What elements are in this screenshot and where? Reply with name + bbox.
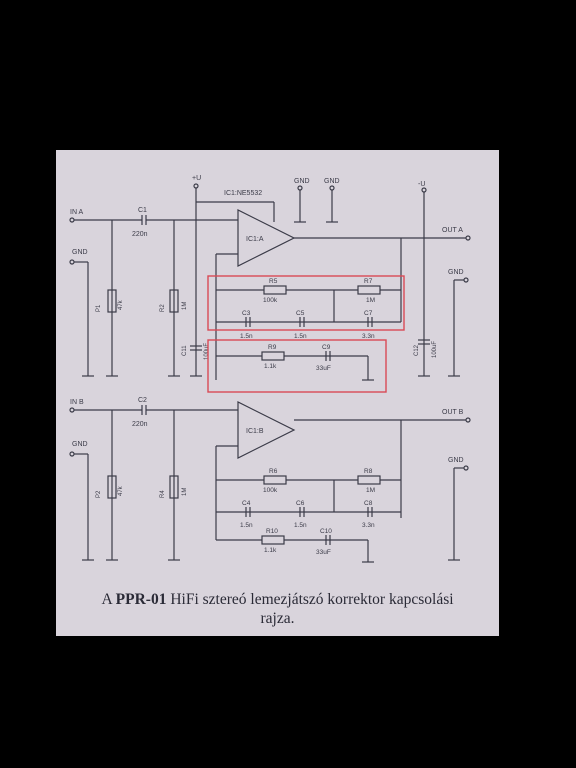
channel-a: IN A C1 220n P1 47k R2 1M GND xyxy=(69,175,471,393)
out-b-terminal xyxy=(465,417,471,423)
p1-potentiometer xyxy=(107,289,117,313)
gnd-left-a-terminal xyxy=(69,259,75,265)
r2-value: 1M xyxy=(182,302,188,310)
c3-label: C3 xyxy=(242,310,251,317)
p2-label: P2 xyxy=(96,490,102,498)
caption-prefix: A xyxy=(101,591,116,608)
r8-label: R8 xyxy=(364,468,373,475)
r2-resistor xyxy=(169,289,179,313)
r2-label: R2 xyxy=(160,304,166,312)
r6-label: R6 xyxy=(269,468,278,475)
c10-label: C10 xyxy=(320,528,332,535)
r5-label: R5 xyxy=(269,278,278,285)
gnd-top-2-terminal xyxy=(329,185,335,191)
gnd-left-b-label: GND xyxy=(72,441,88,448)
c1-label: C1 xyxy=(138,207,147,214)
c5-value: 1.5n xyxy=(294,333,307,340)
in-a-terminal xyxy=(69,217,75,223)
c1-value: 220n xyxy=(132,231,148,238)
r7-resistor xyxy=(357,285,381,295)
caption-line1: HiFi sztereó lemezjátszó korrektor kapcs… xyxy=(166,591,454,608)
c12-value: 100uF xyxy=(432,341,438,358)
vcc-left-label: +U xyxy=(192,175,201,182)
c8-label: C8 xyxy=(364,500,373,507)
out-a-terminal xyxy=(465,235,471,241)
c4-label: C4 xyxy=(242,500,251,507)
gnd-top-2-label: GND xyxy=(324,178,340,185)
out-b-label: OUT B xyxy=(442,409,464,416)
r7-label: R7 xyxy=(364,278,373,285)
c5-label: C5 xyxy=(296,310,305,317)
r4-resistor xyxy=(169,475,179,499)
r9-label: R9 xyxy=(268,344,277,351)
r10-label: R10 xyxy=(266,528,278,535)
r8-resistor xyxy=(357,475,381,485)
channel-b: IN B C2 220n P2 47k R4 1M GND xyxy=(69,397,471,563)
vcc-left-terminal xyxy=(193,183,199,189)
r6-resistor xyxy=(263,475,287,485)
opamp-a xyxy=(237,209,296,267)
in-b-label: IN B xyxy=(70,399,84,406)
r10-resistor xyxy=(261,535,285,545)
c10-value: 33uF xyxy=(316,549,331,556)
p1-value: 47k xyxy=(118,299,124,310)
opamp-a-label: IC1:A xyxy=(246,236,264,243)
c11-value: 100uF xyxy=(204,343,210,360)
vcc-right-terminal xyxy=(421,187,427,193)
schematic-board: IN A C1 220n P1 47k R2 1M GND xyxy=(56,150,499,636)
r7-value: 1M xyxy=(366,297,375,304)
opamp-b-label: IC1:B xyxy=(246,428,264,435)
highlight-box-ground-leg xyxy=(207,339,387,393)
r5-resistor xyxy=(263,285,287,295)
in-b-terminal xyxy=(69,407,75,413)
r4-label: R4 xyxy=(160,490,166,498)
c2-value: 220n xyxy=(132,421,148,428)
c4-value: 1.5n xyxy=(240,522,253,529)
p2-value: 47k xyxy=(118,485,124,496)
out-a-label: OUT A xyxy=(442,227,463,234)
c3-value: 1.5n xyxy=(240,333,253,340)
c9-label: C9 xyxy=(322,344,331,351)
c12-label: C12 xyxy=(414,344,420,356)
in-a-label: IN A xyxy=(70,209,84,216)
caption-line2: rajza. xyxy=(260,610,295,627)
gnd-right-a-label: GND xyxy=(448,269,464,276)
gnd-right-b-label: GND xyxy=(448,457,464,464)
r6-value: 100k xyxy=(263,487,278,494)
r5-value: 100k xyxy=(263,297,278,304)
r8-value: 1M xyxy=(366,487,375,494)
r9-resistor xyxy=(261,351,285,361)
p1-label: P1 xyxy=(96,304,102,312)
gnd-right-b-terminal xyxy=(463,465,469,471)
circuit-schematic: IN A C1 220n P1 47k R2 1M GND xyxy=(69,175,471,563)
c11-label: C11 xyxy=(182,345,188,356)
r10-value: 1.1k xyxy=(264,547,277,554)
c9-value: 33uF xyxy=(316,365,331,372)
r9-value: 1.1k xyxy=(264,363,277,370)
gnd-top-1-label: GND xyxy=(294,178,310,185)
c6-value: 1.5n xyxy=(294,522,307,529)
c2-label: C2 xyxy=(138,397,147,404)
c8-value: 3.3n xyxy=(362,522,375,529)
caption-model: PPR-01 xyxy=(115,591,167,608)
gnd-top-1-terminal xyxy=(297,185,303,191)
opamp-b xyxy=(237,401,296,459)
vcc-right-label: -U xyxy=(418,181,425,188)
chip-label: IC1:NE5532 xyxy=(224,190,262,197)
gnd-left-b-terminal xyxy=(69,451,75,457)
highlight-box-feedback xyxy=(207,275,405,331)
gnd-right-a-terminal xyxy=(463,277,469,283)
gnd-left-a-label: GND xyxy=(72,249,88,256)
c7-label: C7 xyxy=(364,310,373,317)
figure-caption: A PPR-01 HiFi sztereó lemezjátszó korrek… xyxy=(56,590,499,628)
r4-value: 1M xyxy=(182,488,188,496)
p2-potentiometer xyxy=(107,475,117,499)
c6-label: C6 xyxy=(296,500,305,507)
c7-value: 3.3n xyxy=(362,333,375,340)
